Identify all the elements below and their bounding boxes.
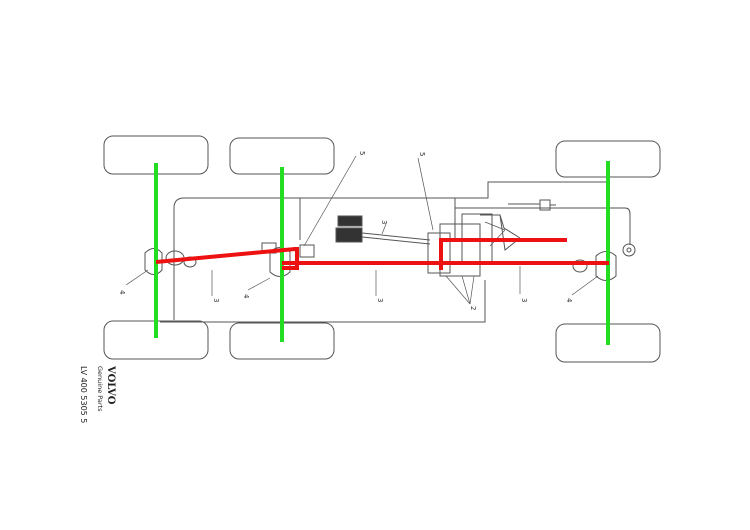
aux-shaft bbox=[361, 232, 431, 241]
brand-subtitle: Genuine Parts bbox=[96, 366, 104, 412]
drive-line-front bbox=[155, 247, 299, 270]
callout-3-rear: 3 bbox=[520, 298, 528, 302]
rear-diff-housing bbox=[595, 251, 617, 281]
part-number: LV 400 5305 5 bbox=[79, 366, 88, 423]
callout-4-front: 4 bbox=[118, 290, 126, 295]
callout-3-aux: 3 bbox=[380, 220, 388, 224]
callout-3-center: 3 bbox=[376, 298, 384, 302]
transfer-case bbox=[427, 232, 451, 274]
aux-pump bbox=[337, 215, 363, 227]
rear-diff bbox=[572, 259, 588, 273]
brand-name: VOLVO bbox=[105, 365, 116, 405]
callout-2: 2 bbox=[469, 306, 477, 310]
drive-line-engine bbox=[439, 238, 567, 270]
brand-block: VOLVO Genuine Parts LV 400 5305 5 bbox=[79, 365, 116, 423]
callout-5-engine: 5 bbox=[418, 152, 426, 156]
middle-diff-housing bbox=[269, 247, 291, 277]
frame-outline bbox=[160, 181, 631, 323]
callout-4-rear: 4 bbox=[565, 298, 573, 303]
callout-4-middle: 4 bbox=[242, 294, 250, 299]
callout-5-middle: 5 bbox=[358, 151, 366, 155]
front-diff-housing bbox=[144, 248, 163, 275]
callout-3-front: 3 bbox=[212, 298, 220, 302]
pivot-ring bbox=[622, 243, 636, 257]
